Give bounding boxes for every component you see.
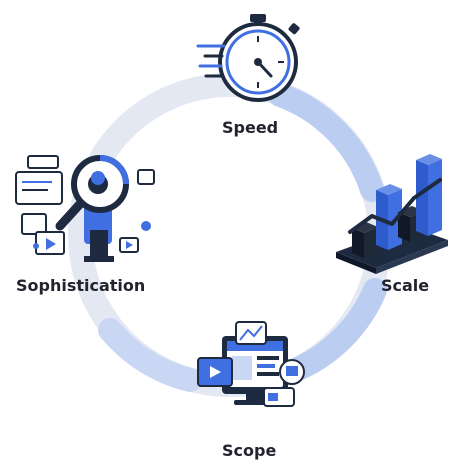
cycle-arc-scale-scope — [288, 278, 387, 380]
cycle-arc-speed-scale — [268, 83, 384, 202]
stopwatch-icon — [196, 14, 300, 102]
devices-dashboard-icon — [197, 321, 305, 407]
stage-label-scope: Scope — [222, 441, 277, 460]
cycle-arc-scope-soph — [98, 318, 202, 392]
stage-label-speed: Speed — [222, 118, 279, 137]
magnifier-analysis-icon — [15, 155, 155, 262]
bar-chart-growth-icon — [336, 154, 448, 274]
stage-label-sophistication: Sophistication — [16, 276, 146, 295]
stage-label-scale: Scale — [381, 276, 430, 295]
